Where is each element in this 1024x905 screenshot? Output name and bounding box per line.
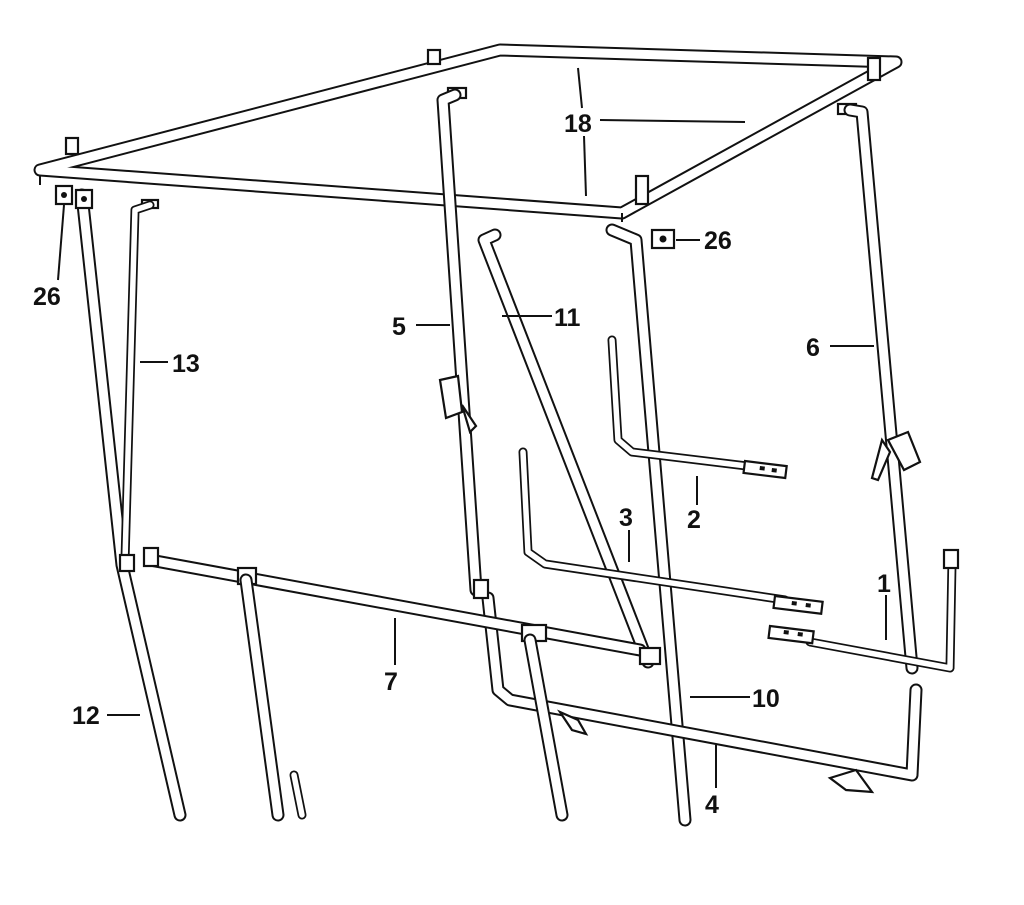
part-10-front-post: [605, 223, 692, 827]
part-18-top-frame: [33, 43, 903, 222]
callout-2: 2: [687, 506, 701, 534]
callout-26-right: 26: [704, 227, 732, 255]
part-1-right-bracket: [767, 548, 960, 673]
part-5-center-post: [436, 88, 483, 597]
callout-12: 12: [72, 702, 100, 730]
part-13-left-inner-tube: [120, 200, 155, 565]
callout-7: 7: [384, 668, 398, 696]
callout-18: 18: [564, 110, 592, 138]
part-4-lower-frame: [481, 591, 923, 794]
part-7-cross-tube: [118, 546, 662, 666]
callout-1: 1: [877, 570, 891, 598]
part-2-upper-bracket: [607, 335, 788, 480]
callout-3: 3: [619, 504, 633, 532]
callout-6: 6: [806, 334, 820, 362]
callout-13: 13: [172, 350, 200, 378]
lower-legs: [239, 573, 569, 822]
callout-4: 4: [705, 791, 719, 819]
callouts: 18 26 26 5 11 6 13 2 3 1 7 10 12 4: [33, 110, 891, 819]
part-3-middle-bracket: [518, 447, 824, 615]
callout-5: 5: [392, 313, 406, 341]
leader-lines: [57, 67, 887, 788]
callout-11: 11: [554, 304, 581, 332]
part-11-diagonal-brace: [477, 228, 655, 669]
callout-26-left: 26: [33, 283, 61, 311]
part-26-clamps: [54, 184, 676, 250]
callout-10: 10: [752, 685, 780, 713]
part-6-right-post: [843, 103, 922, 675]
